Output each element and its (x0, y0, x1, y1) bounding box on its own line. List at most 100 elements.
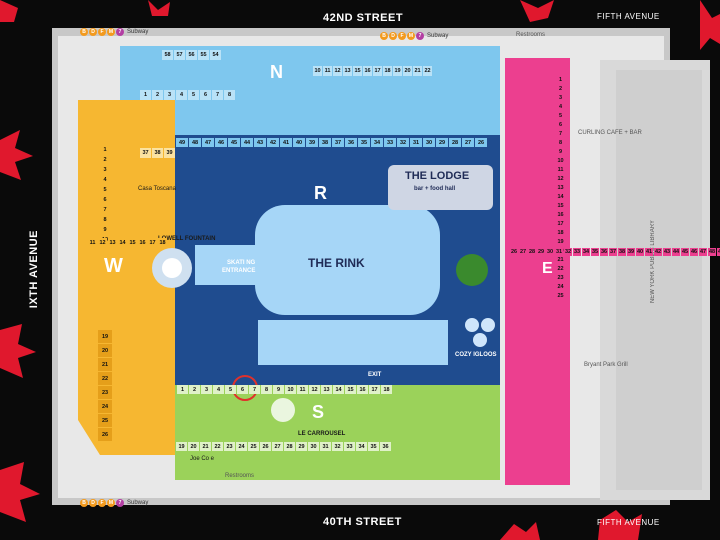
stall-east-41[interactable]: 41 (645, 248, 653, 256)
stall-north-27[interactable]: 27 (462, 138, 474, 147)
stall-north-37[interactable]: 37 (332, 138, 344, 147)
stall-south-1[interactable]: 1 (177, 385, 188, 394)
stall-east-42[interactable]: 42 (654, 248, 662, 256)
stall-north-46[interactable]: 46 (215, 138, 227, 147)
stall-south-10[interactable]: 10 (285, 385, 296, 394)
stall-north-3[interactable]: 3 (164, 90, 175, 100)
stall-north-5[interactable]: 5 (188, 90, 199, 100)
stall-north-10[interactable]: 10 (313, 66, 322, 76)
stall-east-22[interactable]: 22 (556, 265, 565, 273)
stall-north-7[interactable]: 7 (212, 90, 223, 100)
stall-east-30[interactable]: 30 (546, 248, 554, 256)
stall-north-8[interactable]: 8 (224, 90, 235, 100)
stall-north-57[interactable]: 57 (174, 50, 185, 60)
stall-south-19[interactable]: 19 (176, 442, 187, 451)
stall-north-20[interactable]: 20 (403, 66, 412, 76)
stall-north-55[interactable]: 55 (198, 50, 209, 60)
stall-north-39[interactable]: 39 (306, 138, 318, 147)
stall-west-26[interactable]: 26 (98, 428, 112, 441)
stall-south-14[interactable]: 14 (333, 385, 344, 394)
stall-north-31[interactable]: 31 (410, 138, 422, 147)
stall-north-47[interactable]: 47 (202, 138, 214, 147)
stall-east-24[interactable]: 24 (556, 283, 565, 291)
stall-west-20[interactable]: 20 (98, 344, 112, 357)
stall-west-22[interactable]: 22 (98, 372, 112, 385)
stall-south-36[interactable]: 36 (380, 442, 391, 451)
stall-east-9[interactable]: 9 (556, 148, 565, 156)
stall-east-5[interactable]: 5 (556, 112, 565, 120)
stall-south-6[interactable]: 6 (237, 385, 248, 394)
stall-west-7[interactable]: 7 (100, 205, 110, 214)
stall-west-11[interactable]: 11 (88, 238, 97, 247)
stall-south-5[interactable]: 5 (225, 385, 236, 394)
stall-south-29[interactable]: 29 (296, 442, 307, 451)
stall-west-17[interactable]: 17 (148, 238, 157, 247)
stall-east-29[interactable]: 29 (537, 248, 545, 256)
stall-north-21[interactable]: 21 (413, 66, 422, 76)
stall-east-14[interactable]: 14 (556, 193, 565, 201)
stall-north-41[interactable]: 41 (280, 138, 292, 147)
stall-south-8[interactable]: 8 (261, 385, 272, 394)
stall-south-33[interactable]: 33 (344, 442, 355, 451)
stall-north-17[interactable]: 17 (373, 66, 382, 76)
stall-west-8[interactable]: 8 (100, 215, 110, 224)
stall-north-18[interactable]: 18 (383, 66, 392, 76)
stall-east-32[interactable]: 32 (564, 248, 572, 256)
stall-east-11[interactable]: 11 (556, 166, 565, 174)
stall-south-16[interactable]: 16 (357, 385, 368, 394)
stall-south-7[interactable]: 7 (249, 385, 260, 394)
stall-east-47[interactable]: 47 (699, 248, 707, 256)
stall-north-44[interactable]: 44 (241, 138, 253, 147)
stall-south-3[interactable]: 3 (201, 385, 212, 394)
stall-east-45[interactable]: 45 (681, 248, 689, 256)
stall-west-6[interactable]: 6 (100, 195, 110, 204)
stall-east-16[interactable]: 16 (556, 211, 565, 219)
stall-west-39[interactable]: 39 (164, 148, 175, 158)
stall-north-15[interactable]: 15 (353, 66, 362, 76)
stall-west-14[interactable]: 14 (118, 238, 127, 247)
stall-south-13[interactable]: 13 (321, 385, 332, 394)
stall-west-21[interactable]: 21 (98, 358, 112, 371)
stall-north-4[interactable]: 4 (176, 90, 187, 100)
stall-east-7[interactable]: 7 (556, 130, 565, 138)
stall-north-48[interactable]: 48 (189, 138, 201, 147)
stall-north-38[interactable]: 38 (319, 138, 331, 147)
stall-east-31[interactable]: 31 (555, 248, 563, 256)
stall-west-12[interactable]: 12 (98, 238, 107, 247)
stall-west-13[interactable]: 13 (108, 238, 117, 247)
stall-north-28[interactable]: 28 (449, 138, 461, 147)
stall-east-36[interactable]: 36 (600, 248, 608, 256)
stall-north-54[interactable]: 54 (210, 50, 221, 60)
stall-south-12[interactable]: 12 (309, 385, 320, 394)
stall-south-25[interactable]: 25 (248, 442, 259, 451)
stall-north-6[interactable]: 6 (200, 90, 211, 100)
stall-north-22[interactable]: 22 (423, 66, 432, 76)
stall-west-19[interactable]: 19 (98, 330, 112, 343)
stall-north-29[interactable]: 29 (436, 138, 448, 147)
stall-north-1[interactable]: 1 (140, 90, 151, 100)
stall-south-28[interactable]: 28 (284, 442, 295, 451)
stall-east-4[interactable]: 4 (556, 103, 565, 111)
stall-north-36[interactable]: 36 (345, 138, 357, 147)
stall-west-1[interactable]: 1 (100, 145, 110, 154)
stall-west-24[interactable]: 24 (98, 400, 112, 413)
stall-east-2[interactable]: 2 (556, 85, 565, 93)
stall-west-23[interactable]: 23 (98, 386, 112, 399)
stall-east-17[interactable]: 17 (556, 220, 565, 228)
stall-north-40[interactable]: 40 (293, 138, 305, 147)
stall-north-12[interactable]: 12 (333, 66, 342, 76)
stall-south-27[interactable]: 27 (272, 442, 283, 451)
stall-north-11[interactable]: 11 (323, 66, 332, 76)
stall-north-33[interactable]: 33 (384, 138, 396, 147)
stall-north-49[interactable]: 49 (176, 138, 188, 147)
stall-south-2[interactable]: 2 (189, 385, 200, 394)
stall-north-58[interactable]: 58 (162, 50, 173, 60)
stall-south-17[interactable]: 17 (369, 385, 380, 394)
stall-east-39[interactable]: 39 (627, 248, 635, 256)
stall-east-38[interactable]: 38 (618, 248, 626, 256)
stall-east-1[interactable]: 1 (556, 76, 565, 84)
stall-south-24[interactable]: 24 (236, 442, 247, 451)
stall-east-48[interactable]: 48 (708, 248, 716, 256)
stall-south-35[interactable]: 35 (368, 442, 379, 451)
stall-east-40[interactable]: 40 (636, 248, 644, 256)
